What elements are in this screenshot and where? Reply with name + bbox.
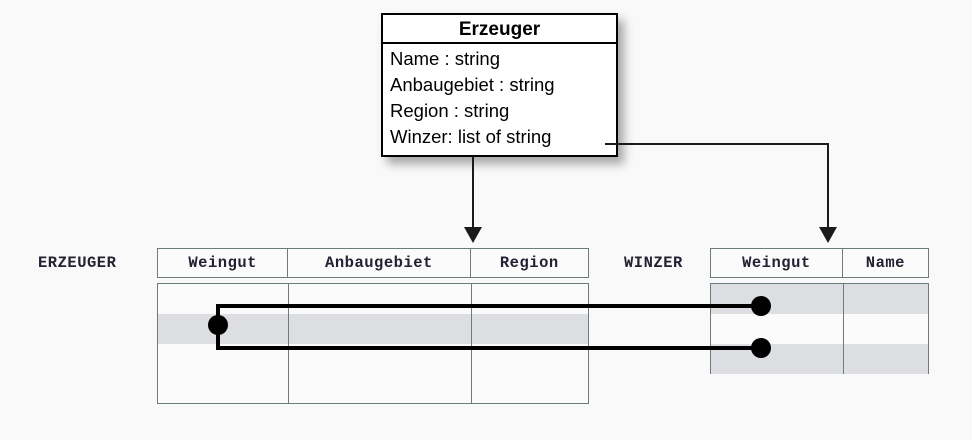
table-cell	[289, 284, 472, 314]
row-link-dot-erzeuger	[208, 315, 228, 335]
row-link-dot-winzer-row3	[751, 338, 771, 358]
table-row[interactable]	[158, 344, 588, 374]
table-cell	[711, 344, 844, 374]
row-link-dot-winzer-row1	[751, 296, 771, 316]
table-row[interactable]	[711, 284, 928, 314]
class-to-winzer-line-vertical	[827, 143, 829, 229]
table-cell	[844, 314, 928, 344]
table-cell	[472, 314, 588, 344]
table-body-winzer	[710, 283, 929, 374]
column-header: Anbaugebiet	[288, 249, 471, 277]
table-row[interactable]	[711, 314, 928, 344]
table-body-erzeuger	[157, 283, 589, 404]
row-link-branch-lower	[216, 346, 761, 350]
table-cell	[844, 344, 928, 374]
table-header-winzer: Weingut Name	[710, 248, 929, 278]
table-cell	[289, 344, 472, 374]
table-cell	[158, 314, 289, 344]
table-cell	[844, 284, 928, 314]
table-row[interactable]	[158, 284, 588, 314]
table-cell	[711, 314, 844, 344]
table-cell	[472, 374, 588, 404]
table-cell	[472, 284, 588, 314]
table-header-erzeuger: Weingut Anbaugebiet Region	[157, 248, 589, 278]
class-to-winzer-arrowhead	[819, 227, 837, 243]
table-cell	[711, 284, 844, 314]
table-label-winzer: WINZER	[624, 254, 683, 272]
table-row[interactable]	[158, 314, 588, 344]
class-to-erzeuger-arrowhead	[464, 227, 482, 243]
row-link-branch-upper	[216, 304, 761, 308]
table-label-erzeuger: ERZEUGER	[38, 254, 117, 272]
table-cell	[289, 314, 472, 344]
class-to-winzer-line-horizontal	[605, 143, 829, 145]
table-cell	[158, 344, 289, 374]
uml-attribute: Winzer: list of string	[390, 126, 552, 147]
uml-class-name: Erzeuger	[383, 15, 616, 44]
table-row[interactable]	[158, 374, 588, 404]
uml-attribute-list: Name : string Anbaugebiet : string Regio…	[383, 44, 616, 150]
class-to-erzeuger-line	[472, 157, 474, 229]
table-cell	[289, 374, 472, 404]
column-header: Region	[499, 254, 559, 272]
table-cell	[158, 374, 289, 404]
uml-class-box: Erzeuger Name : string Anbaugebiet : str…	[381, 13, 618, 157]
uml-attribute: Region : string	[390, 100, 510, 121]
uml-attribute: Anbaugebiet : string	[390, 74, 555, 95]
column-header: Name	[865, 254, 905, 272]
table-cell	[158, 284, 289, 314]
uml-attribute: Name : string	[390, 48, 501, 69]
column-header: Weingut	[158, 249, 289, 277]
column-header: Weingut	[711, 249, 843, 277]
